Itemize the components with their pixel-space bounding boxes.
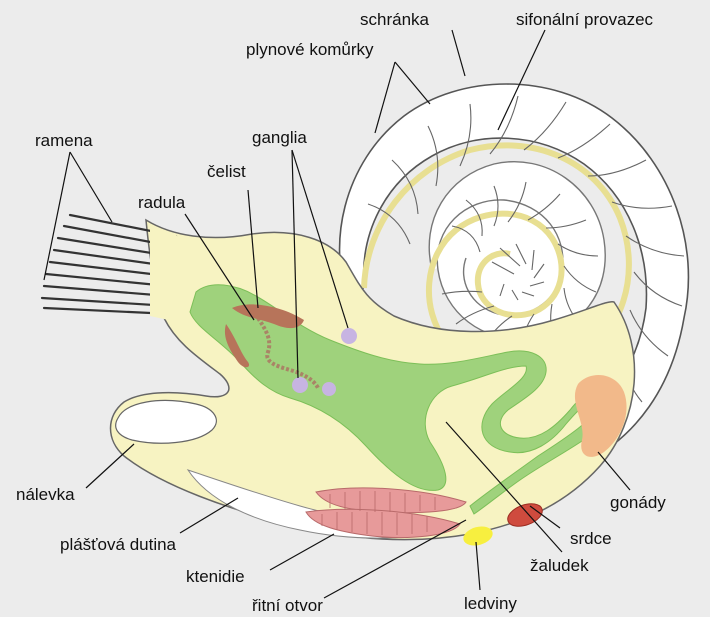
label-stomach: žaludek (530, 556, 589, 575)
label-shell: schránka (360, 10, 430, 29)
ganglion (341, 328, 357, 344)
funnel (116, 400, 217, 443)
label-ganglia: ganglia (252, 128, 307, 147)
label-siphuncle: sifonální provazec (516, 10, 654, 29)
label-gonads: gonády (610, 493, 666, 512)
label-funnel: nálevka (16, 485, 75, 504)
label-gas-chambers: plynové komůrky (246, 40, 374, 59)
label-anus: řitní otvor (252, 596, 323, 615)
label-kidneys: ledviny (464, 594, 517, 613)
label-jaw: čelist (207, 162, 246, 181)
label-radula: radula (138, 193, 186, 212)
label-arms: ramena (35, 131, 93, 150)
ganglion (322, 382, 336, 396)
label-heart: srdce (570, 529, 612, 548)
label-mantle-cavity: plášťová dutina (60, 535, 177, 554)
ganglion (292, 377, 308, 393)
label-ctenidia: ktenidie (186, 567, 245, 586)
